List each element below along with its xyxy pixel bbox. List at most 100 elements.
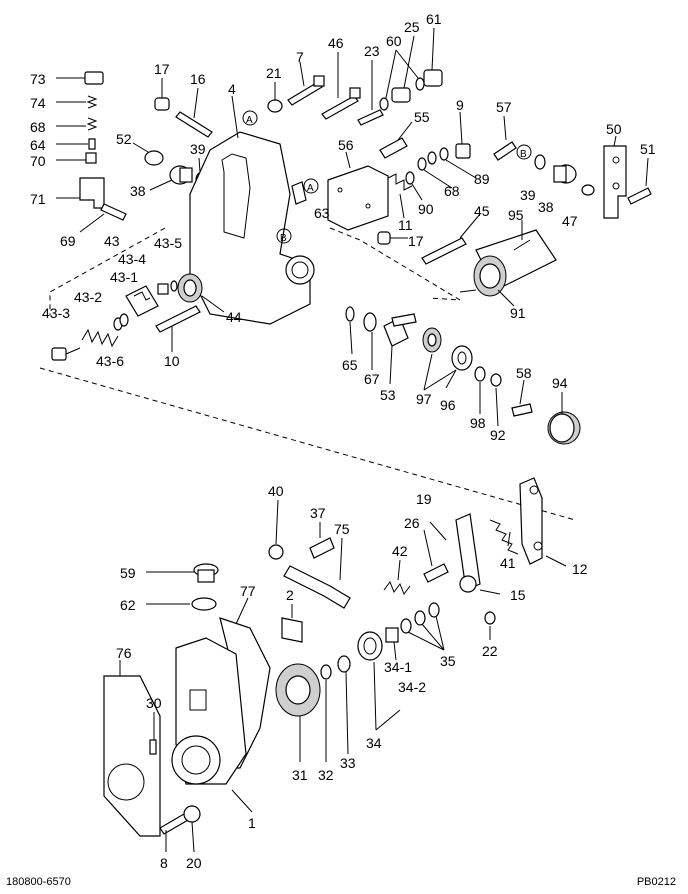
label-7: 7	[296, 49, 304, 65]
label-34: 34	[366, 735, 382, 751]
dashed-boundary-diagonal	[39, 367, 576, 521]
part-52-ring	[132, 142, 164, 166]
part-2-plate	[281, 604, 303, 643]
label-b-right: B	[520, 149, 527, 160]
part-34-sleeve	[357, 631, 401, 731]
label-61: 61	[426, 11, 442, 27]
part-4-housing	[189, 95, 315, 325]
label-76: 76	[116, 645, 132, 661]
label-53: 53	[380, 387, 396, 403]
label-4: 4	[228, 81, 236, 97]
label-69: 69	[60, 233, 76, 249]
part-15-lever-assembly	[455, 513, 501, 595]
label-37: 37	[310, 505, 326, 521]
label-43-5: 43-5	[154, 235, 182, 251]
label-26: 26	[404, 515, 420, 531]
label-89: 89	[474, 171, 490, 187]
part-20-washer	[183, 805, 201, 853]
label-73: 73	[30, 71, 46, 87]
part-61-fitting	[423, 27, 443, 87]
label-71: 71	[30, 191, 46, 207]
label-21: 21	[266, 65, 282, 81]
marker-b-housing	[276, 228, 292, 244]
part-98-washer	[474, 366, 486, 414]
part-63-gasket	[291, 181, 307, 205]
part-56-cover	[327, 151, 389, 231]
label-94: 94	[552, 375, 568, 391]
label-20: 20	[186, 855, 202, 871]
label-52: 52	[116, 131, 132, 147]
label-a-upper-right: A	[307, 183, 314, 194]
part-59-plug	[146, 563, 219, 583]
label-9: 9	[456, 97, 464, 113]
label-58: 58	[516, 365, 532, 381]
part-92-nut	[490, 373, 502, 427]
part-39-oring-right	[534, 154, 546, 170]
part-62-washer	[146, 597, 217, 611]
label-33: 33	[340, 755, 356, 771]
part-47-nut	[581, 184, 595, 196]
part-43-6-washers	[113, 313, 129, 331]
part-9-sleeve	[455, 111, 471, 159]
label-59: 59	[120, 565, 136, 581]
part-95-terminal	[513, 220, 531, 251]
label-96: 96	[440, 397, 456, 413]
part-76-gasket	[103, 660, 161, 837]
label-40: 40	[268, 483, 284, 499]
part-32-washer	[320, 664, 332, 762]
label-19: 19	[416, 491, 432, 507]
label-68-right: 68	[444, 183, 460, 199]
part-68-spring	[56, 117, 98, 131]
label-1: 1	[248, 815, 256, 831]
part-34-1-bushing	[385, 627, 399, 661]
part-40-oring	[268, 499, 284, 560]
label-25: 25	[404, 19, 420, 35]
part-8-bolt	[159, 813, 189, 852]
label-16: 16	[190, 71, 206, 87]
part-75-shaft	[283, 537, 351, 609]
part-74-spring	[56, 95, 98, 109]
part-12-lever	[519, 477, 567, 567]
label-74: 74	[30, 95, 46, 111]
label-95: 95	[508, 207, 524, 223]
label-67: 67	[364, 371, 380, 387]
part-89-washers	[427, 147, 477, 179]
label-47: 47	[562, 213, 578, 229]
label-39-left: 39	[190, 141, 206, 157]
part-68-oring	[417, 157, 453, 189]
part-97-seal	[422, 327, 442, 391]
part-10-bolt	[155, 305, 201, 352]
part-94-cap	[547, 392, 581, 445]
label-60: 60	[386, 33, 402, 49]
label-32: 32	[318, 767, 334, 783]
part-38-plug	[149, 165, 193, 191]
label-15: 15	[510, 587, 526, 603]
part-1-housing	[171, 637, 253, 813]
part-43-2-spring	[81, 328, 119, 348]
part-43-screw	[51, 347, 81, 361]
part-21-washer	[267, 82, 283, 113]
label-38-left: 38	[130, 183, 146, 199]
label-2: 2	[286, 587, 294, 603]
label-98: 98	[470, 415, 486, 431]
part-35-washers	[400, 602, 445, 651]
label-90: 90	[418, 201, 434, 217]
label-8: 8	[160, 855, 168, 871]
label-43-6: 43-6	[96, 353, 124, 369]
label-57: 57	[496, 99, 512, 115]
footer-page-code: PB0212	[636, 876, 676, 888]
part-42-spring	[383, 559, 411, 596]
label-41: 41	[500, 555, 516, 571]
part-64-pin	[56, 138, 96, 150]
label-70: 70	[30, 153, 46, 169]
part-38-plug-right	[553, 164, 577, 184]
part-17-nut	[154, 78, 170, 111]
part-71-bracket	[56, 177, 105, 209]
part-69-pin	[79, 203, 127, 233]
label-23: 23	[364, 43, 380, 59]
marker-a-upper-right	[303, 178, 319, 194]
part-50-bracket	[603, 135, 627, 219]
part-96-bushing	[423, 345, 473, 391]
part-73-cap	[56, 71, 104, 85]
